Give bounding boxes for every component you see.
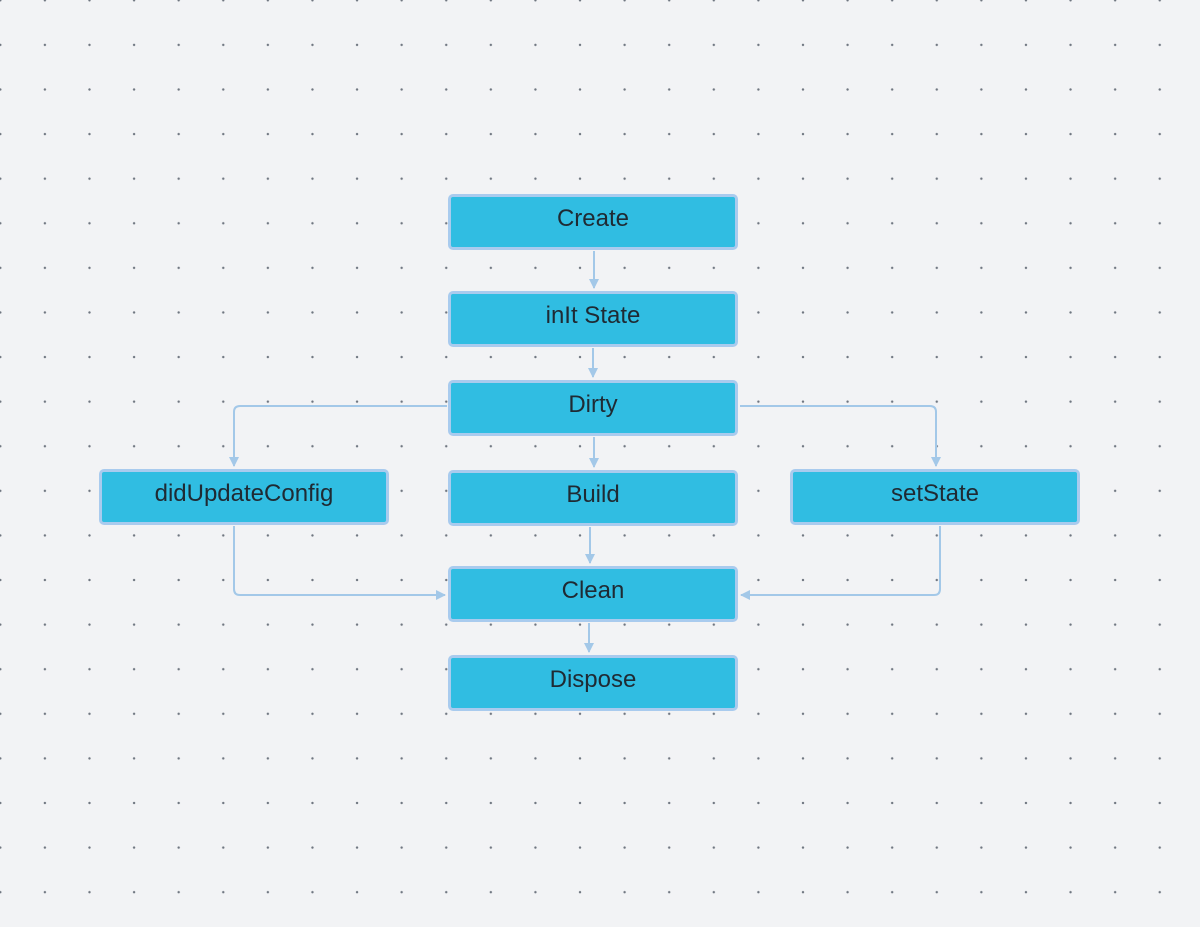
node-create[interactable]: Create: [448, 194, 738, 250]
node-create-label: Create: [556, 205, 630, 232]
edge-set-state-to-clean: [740, 526, 941, 600]
edge-dirty-to-did-update-config: [229, 405, 447, 467]
node-init-state[interactable]: inIt State: [448, 291, 738, 347]
node-clean[interactable]: Clean: [448, 566, 738, 622]
node-dispose-label: Dispose: [549, 666, 637, 693]
node-did-update-config-label: didUpdateConfig: [154, 480, 334, 507]
node-dirty-label: Dirty: [568, 391, 618, 418]
node-set-state-label: setState: [890, 480, 980, 507]
node-dispose[interactable]: Dispose: [448, 655, 738, 711]
edge-dirty-to-set-state: [740, 405, 941, 467]
node-dirty[interactable]: Dirty: [448, 380, 738, 436]
node-did-update-config[interactable]: didUpdateConfig: [99, 469, 389, 525]
edge-did-update-config-to-clean: [233, 526, 446, 600]
node-clean-label: Clean: [561, 577, 625, 604]
node-build[interactable]: Build: [448, 470, 738, 526]
node-set-state[interactable]: setState: [790, 469, 1080, 525]
node-build-label: Build: [566, 481, 620, 508]
node-init-state-label: inIt State: [545, 302, 641, 329]
